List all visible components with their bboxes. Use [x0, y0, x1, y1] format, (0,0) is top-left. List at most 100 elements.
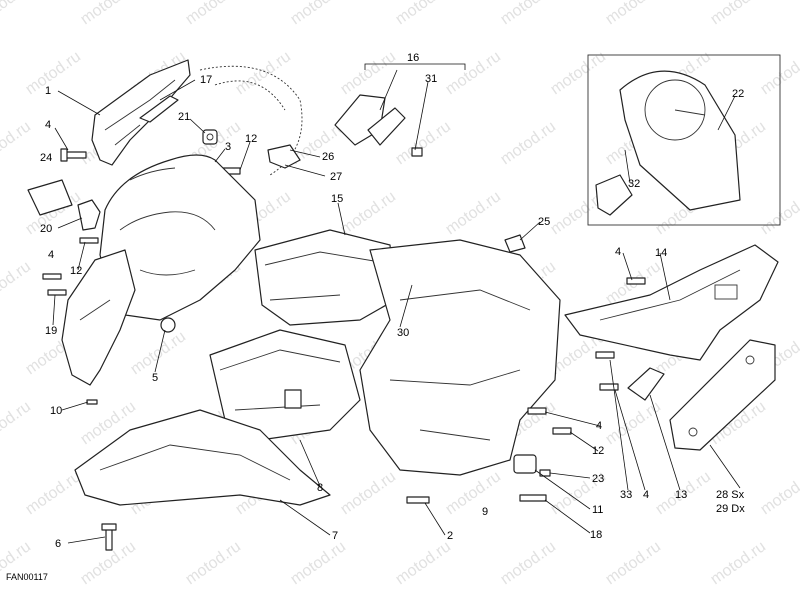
- watermark-text: motod.ru: [233, 48, 294, 98]
- callout-2: 2: [447, 530, 453, 542]
- part-bolt-2: [406, 496, 430, 504]
- part-pin-10: [86, 399, 98, 405]
- watermark-text: motod.ru: [548, 48, 609, 98]
- callout-19: 19: [45, 325, 57, 337]
- watermark-text: motod.ru: [288, 538, 349, 588]
- callout-25: 25: [538, 216, 550, 228]
- watermark-text: motod.ru: [0, 118, 34, 168]
- callout-28-sx: 28 Sx: [716, 489, 745, 501]
- callout-12: 12: [592, 445, 604, 457]
- watermark-text: motod.ru: [338, 468, 399, 518]
- callout-4: 4: [643, 489, 649, 501]
- leader-lines: [52, 63, 741, 544]
- watermark-text: motod.ru: [0, 0, 34, 28]
- watermark-text: motod.ru: [443, 468, 504, 518]
- callout-13: 13: [675, 489, 687, 501]
- part-front-timing-cover-3: [99, 154, 261, 321]
- callout-21: 21: [178, 111, 190, 123]
- callout-3: 3: [225, 141, 231, 153]
- part-cap-16: [334, 94, 423, 157]
- watermark-text: motod.ru: [128, 328, 189, 378]
- watermark-text: motod.ru: [0, 398, 34, 448]
- watermark-text: motod.ru: [393, 0, 454, 28]
- callout-4: 4: [48, 249, 54, 261]
- callout-15: 15: [331, 193, 343, 205]
- watermark-text: motod.ru: [393, 538, 454, 588]
- watermark-text: motod.ru: [758, 48, 800, 98]
- drawing-code: FAN00117: [6, 572, 48, 582]
- callout-4: 4: [45, 119, 51, 131]
- part-ghost-cover: [199, 65, 303, 176]
- callout-12: 12: [70, 265, 82, 277]
- callout-29-dx: 29 Dx: [716, 503, 745, 515]
- watermark-text: motod.ru: [498, 0, 559, 28]
- callout-30: 30: [397, 327, 409, 339]
- watermark-text: motod.ru: [393, 118, 454, 168]
- part-plate-13: [627, 367, 665, 401]
- part-bolts-right: [527, 277, 646, 435]
- part-bolt-24: [60, 148, 87, 162]
- callout-20: 20: [40, 223, 52, 235]
- callout-23: 23: [592, 473, 604, 485]
- part-grommet-21: [202, 129, 218, 145]
- callout-14: 14: [655, 247, 667, 259]
- callout-9: 9: [482, 506, 488, 518]
- watermark-text: motod.ru: [23, 48, 84, 98]
- part-elbow-20: [77, 199, 101, 231]
- callout-4: 4: [596, 420, 602, 432]
- callout-26: 26: [322, 151, 334, 163]
- callout-7: 7: [332, 530, 338, 542]
- watermark-text: motod.ru: [78, 0, 139, 28]
- part-hardware-11-18-23: [513, 454, 551, 502]
- part-splash-guard-7: [74, 409, 331, 506]
- watermark-text: motod.ru: [708, 538, 769, 588]
- part-crankcase-9: [359, 239, 561, 476]
- part-upper-timing-cover: [91, 59, 191, 166]
- watermark-text: motod.ru: [758, 468, 800, 518]
- inset-detail: [587, 54, 781, 226]
- callout-17: 17: [200, 74, 212, 86]
- watermark-text: motod.ru: [758, 188, 800, 238]
- callout-11: 11: [592, 504, 603, 516]
- callout-4: 4: [615, 246, 621, 258]
- callout-18: 18: [590, 529, 602, 541]
- callout-5: 5: [152, 372, 158, 384]
- callout-labels: 1 17 4 21 3 12 24 26 27 16 31 22 32 15 2…: [40, 52, 745, 550]
- watermark-text: motod.ru: [0, 258, 34, 308]
- watermark-text: motod.ru: [603, 398, 664, 448]
- callout-27: 27: [330, 171, 342, 183]
- part-bolts-left: [42, 237, 99, 296]
- watermark-text: motod.ru: [183, 0, 244, 28]
- callout-22: 22: [732, 88, 744, 100]
- callout-12: 12: [245, 133, 257, 145]
- callout-1: 1: [45, 85, 51, 97]
- callout-6: 6: [55, 538, 61, 550]
- watermark-text: motod.ru: [603, 0, 664, 28]
- watermark-text: motod.ru: [23, 468, 84, 518]
- callout-33: 33: [620, 489, 632, 501]
- watermark-text: motod.ru: [603, 538, 664, 588]
- callout-10: 10: [50, 405, 62, 417]
- callout-31: 31: [425, 73, 437, 85]
- callout-8: 8: [317, 482, 323, 494]
- watermark-text: motod.ru: [498, 118, 559, 168]
- callout-24: 24: [40, 152, 52, 164]
- part-bracket-25: [504, 234, 526, 253]
- watermark-text: motod.ru: [338, 188, 399, 238]
- part-lower-cover-19: [61, 249, 136, 386]
- callout-16: 16: [407, 52, 419, 64]
- watermark-text: motod.ru: [443, 48, 504, 98]
- watermark-text: motod.ru: [708, 0, 769, 28]
- part-box-24: [27, 179, 73, 216]
- watermark-text: motod.ru: [498, 538, 559, 588]
- callout-32: 32: [628, 178, 640, 190]
- part-ring-5: [160, 317, 176, 333]
- watermark-text: motod.ru: [183, 538, 244, 588]
- part-strip-17: [139, 95, 179, 123]
- watermark-text: motod.ru: [288, 0, 349, 28]
- part-bolt-6: [101, 523, 117, 551]
- watermark-text: motod.ru: [338, 48, 399, 98]
- part-plate-28-29: [669, 339, 776, 451]
- watermark-text: motod.ru: [443, 188, 504, 238]
